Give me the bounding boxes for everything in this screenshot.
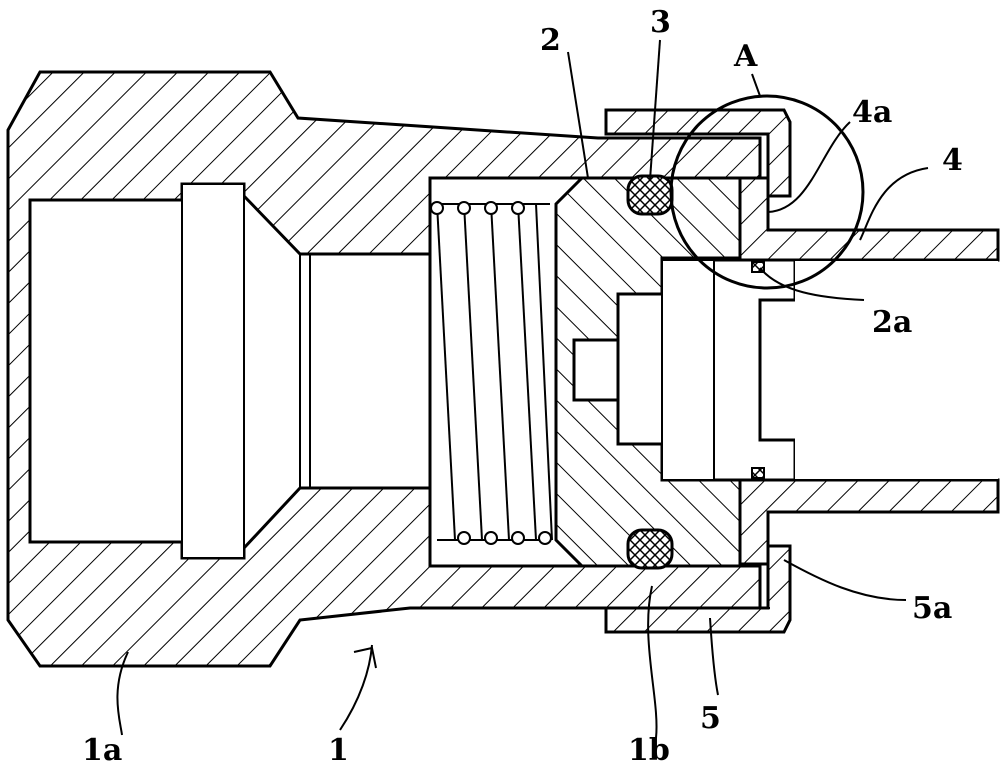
detail-circle-a: [669, 94, 865, 290]
spring: [430, 201, 553, 545]
label-1a: 1a: [82, 733, 122, 767]
sleeve-part-5: [604, 108, 792, 198]
label-4: 4: [942, 143, 963, 178]
label-5: 5: [700, 701, 721, 736]
label-5a: 5a: [912, 591, 952, 626]
leader-lines: [116, 39, 929, 739]
label-A: A: [733, 39, 758, 74]
label-1: 1: [328, 733, 349, 767]
inner-groove: [181, 183, 245, 559]
small-seal-bottom: [751, 467, 765, 479]
label-4a: 4a: [852, 95, 892, 130]
label-1b: 1b: [628, 733, 670, 767]
seal-ring-bottom: [626, 528, 674, 570]
label-2a: 2a: [872, 305, 912, 340]
small-seal-top: [751, 261, 765, 273]
label-3: 3: [650, 5, 671, 40]
label-2: 2: [540, 23, 561, 58]
seal-ring-top: [626, 174, 674, 216]
